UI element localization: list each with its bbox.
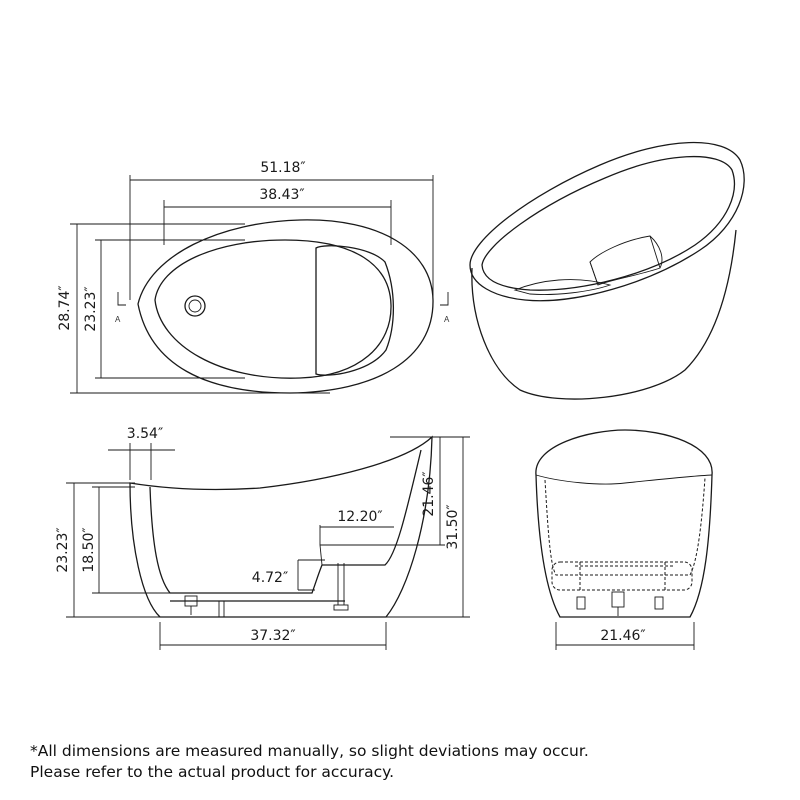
section-label-left: A bbox=[115, 315, 121, 324]
end-feet bbox=[576, 591, 664, 616]
dim-end-width: 21.46″ bbox=[555, 622, 695, 650]
label-step-height: 4.72″ bbox=[252, 570, 288, 586]
label-water-depth: 18.50″ bbox=[81, 527, 97, 572]
side-inner-wall bbox=[149, 449, 422, 594]
drain-icon bbox=[184, 295, 206, 317]
footnote-line-1: *All dimensions are measured manually, s… bbox=[30, 742, 589, 760]
end-hidden-basin bbox=[544, 477, 706, 576]
perspective-basin-floor bbox=[513, 279, 612, 295]
section-label-right: A bbox=[444, 315, 450, 324]
label-end-width: 21.46″ bbox=[600, 628, 645, 644]
section-mark-right bbox=[440, 292, 449, 306]
dim-inner-length: 38.43″ bbox=[163, 187, 392, 245]
dim-overall-length: 51.18″ bbox=[129, 160, 434, 300]
dim-base-length: 37.32″ bbox=[159, 622, 387, 650]
perspective-body bbox=[471, 229, 737, 400]
label-step-length: 12.20″ bbox=[337, 509, 382, 525]
top-inner-basin bbox=[154, 239, 392, 379]
label-rim-height: 23.23″ bbox=[55, 527, 71, 572]
top-outer-rim bbox=[137, 219, 434, 394]
top-backrest bbox=[315, 245, 395, 376]
end-outer-shell bbox=[535, 429, 713, 618]
perspective-outer-rim bbox=[469, 141, 745, 302]
label-backrest: 3.54″ bbox=[127, 426, 163, 442]
dim-total-height: 31.50″ bbox=[386, 437, 470, 618]
end-hidden-floor bbox=[551, 561, 693, 591]
label-overall-length: 51.18″ bbox=[260, 160, 305, 176]
footnote: *All dimensions are measured manually, s… bbox=[30, 741, 589, 783]
side-view: 3.54″ 23.23″ 18.50″ 21.46″ 31.50″ bbox=[55, 426, 470, 650]
footnote-line-2: Please refer to the actual product for a… bbox=[30, 763, 395, 781]
label-inner-width: 23.23″ bbox=[83, 286, 99, 331]
end-rim bbox=[535, 474, 713, 485]
label-overall-width: 28.74″ bbox=[57, 285, 73, 330]
dim-step-height: 4.72″ bbox=[252, 559, 325, 591]
end-view: 21.46″ bbox=[535, 429, 713, 650]
perspective-seat bbox=[589, 235, 663, 286]
label-total-height: 31.50″ bbox=[445, 504, 461, 549]
label-back-height: 21.46″ bbox=[421, 471, 437, 516]
section-mark-left bbox=[117, 292, 126, 306]
perspective-view bbox=[469, 141, 745, 400]
dim-back-height: 21.46″ bbox=[390, 436, 470, 546]
label-inner-length: 38.43″ bbox=[259, 187, 304, 203]
top-view: 51.18″ 38.43″ 28.74″ 23.23″ bbox=[57, 160, 450, 394]
side-outer-profile bbox=[129, 435, 433, 618]
drain-inner bbox=[188, 299, 202, 313]
dim-water-depth: 18.50″ bbox=[81, 486, 175, 594]
perspective-inner-rim bbox=[481, 155, 736, 291]
label-base-length: 37.32″ bbox=[250, 628, 295, 644]
dim-step-length: 12.20″ bbox=[319, 509, 394, 545]
dim-overall-width: 28.74″ bbox=[57, 223, 330, 394]
side-legs bbox=[184, 563, 349, 617]
dim-inner-width: 23.23″ bbox=[83, 239, 245, 379]
dim-rim-height: 23.23″ bbox=[55, 482, 160, 618]
dim-backrest: 3.54″ bbox=[108, 426, 175, 480]
